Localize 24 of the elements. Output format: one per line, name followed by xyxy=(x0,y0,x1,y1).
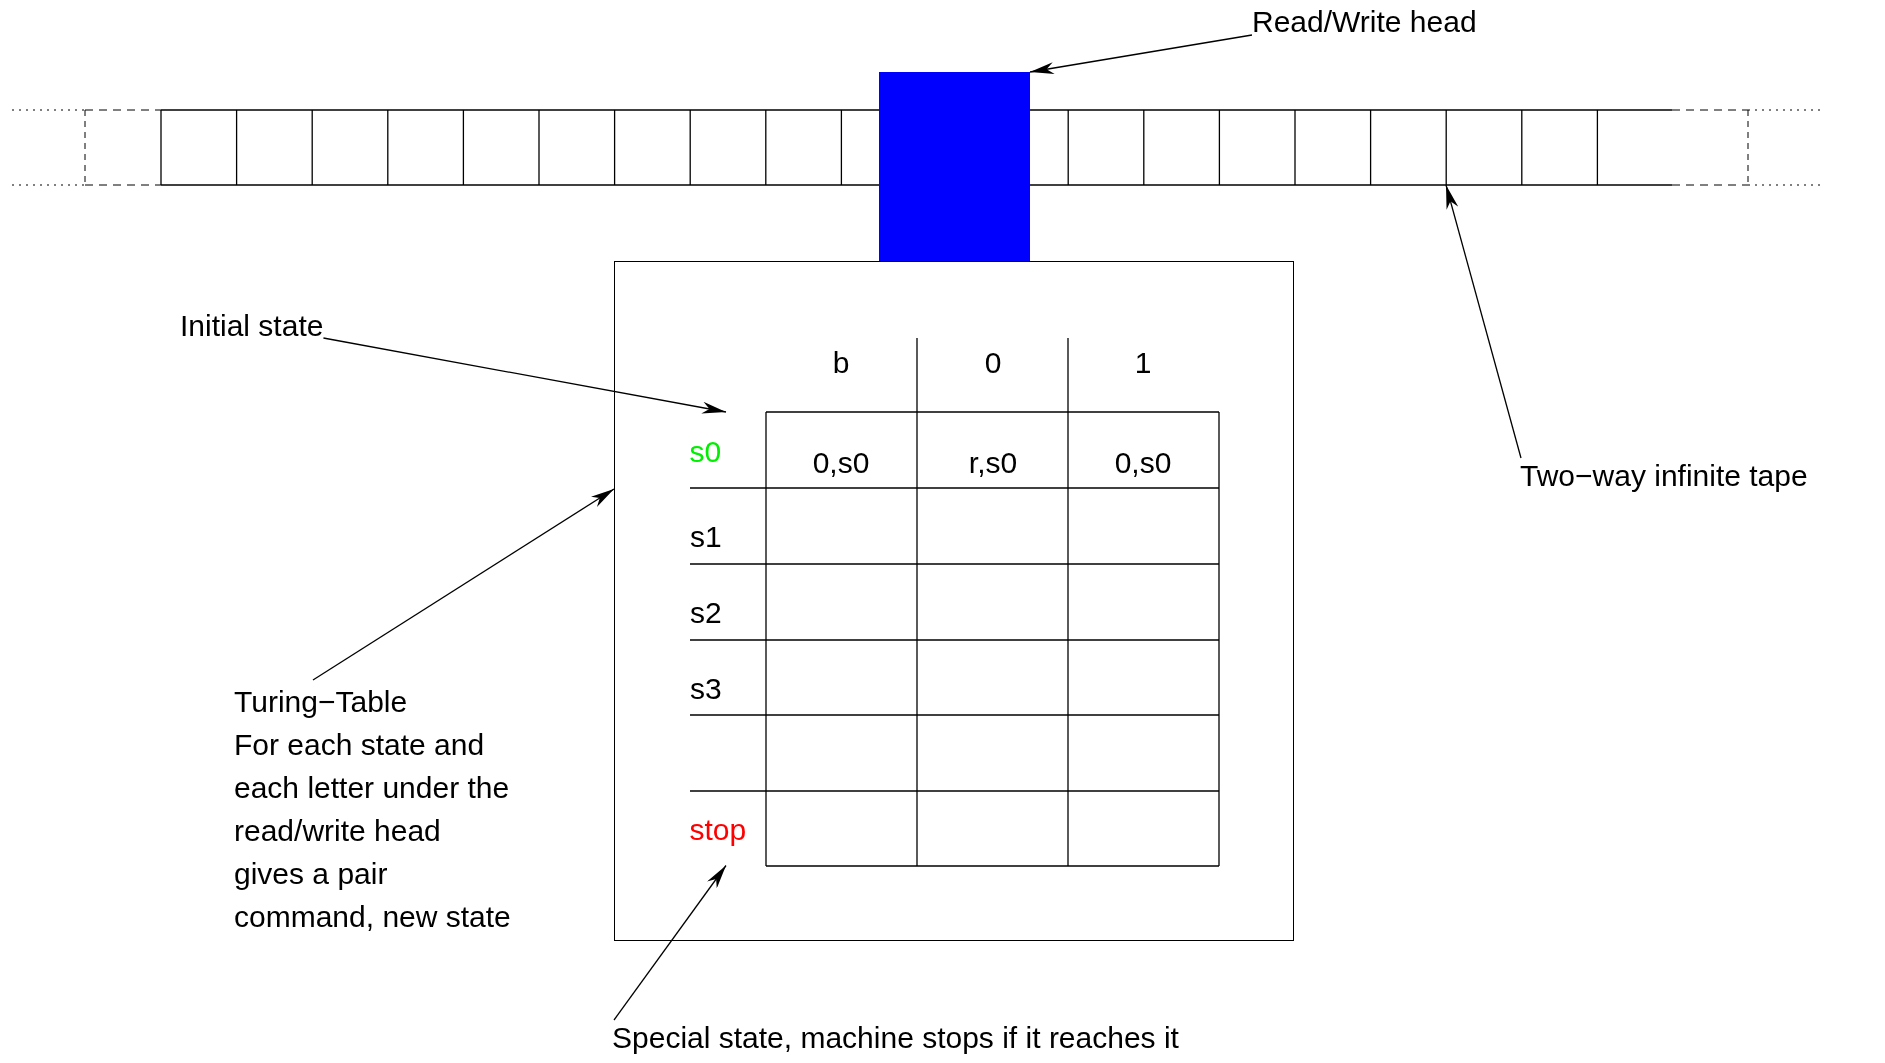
annotation-text: Special state, machine stops if it reaches it xyxy=(612,1020,1179,1056)
leader-line xyxy=(1029,34,1253,74)
table-entry: r,s0 xyxy=(968,446,1018,480)
leader-line xyxy=(613,864,727,1021)
read-write-head-block xyxy=(879,72,1030,261)
annotation-heading: Turing−Table xyxy=(234,684,409,720)
state-label: s3 xyxy=(690,672,722,706)
column-header: b xyxy=(832,346,850,380)
table-entry: 0,s0 xyxy=(1114,446,1172,480)
annotation-text: Read/Write head xyxy=(1252,4,1477,40)
annotation-text: Two−way infinite tape xyxy=(1520,458,1808,494)
state-label: s2 xyxy=(690,596,722,630)
annotation-text: For each state and each letter under the read/write head gives a pair command, new state xyxy=(234,727,512,935)
column-header: 1 xyxy=(1134,346,1152,380)
empty-shape xyxy=(614,261,1294,941)
column-header: 0 xyxy=(984,346,1002,380)
state-label: stop xyxy=(689,811,747,848)
table-entry: 0,s0 xyxy=(812,446,870,480)
leader-line xyxy=(322,337,727,414)
state-label: s1 xyxy=(690,520,722,554)
leader-line xyxy=(1445,184,1522,459)
state-label: s0 xyxy=(689,433,722,470)
leader-line xyxy=(312,488,615,681)
annotation-text: Initial state xyxy=(180,308,324,344)
